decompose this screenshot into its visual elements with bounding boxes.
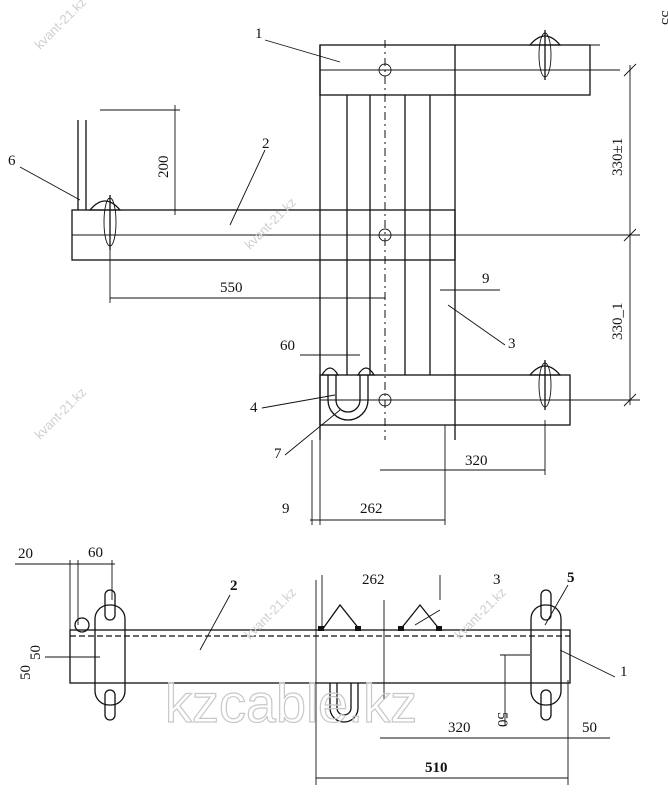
side-dim-50b: 50: [18, 665, 34, 680]
dim-55: 55: [658, 10, 668, 25]
side-dimension-lines: [15, 560, 616, 785]
side-part-label-3: 3: [493, 572, 501, 588]
top-view: 1 2 3 4 6 7 55 330±1 330_1 200 550 9 60 …: [8, 10, 668, 525]
watermark-small: kvant-21.kz: [242, 585, 300, 643]
dim-200: 200: [156, 156, 172, 179]
beam-4: [319, 360, 640, 426]
side-dim-262: 262: [362, 572, 385, 588]
beam-2: [71, 120, 640, 261]
u-bolt: [329, 683, 359, 723]
side-dim-20: 20: [18, 546, 33, 562]
watermark-small: kvant-21.kz: [242, 195, 300, 253]
watermark-small: kvant-21.kz: [452, 585, 510, 643]
side-dim-510: 510: [425, 760, 448, 776]
angle-brackets: [318, 603, 442, 631]
part-label-3: 3: [508, 336, 516, 352]
watermark-small: kvant-21.kz: [32, 0, 90, 52]
part-label-1: 1: [255, 26, 263, 42]
chain-right: [530, 589, 562, 721]
dim-9-right: 9: [482, 271, 490, 287]
part-label-6: 6: [8, 153, 16, 169]
side-dim-60: 60: [88, 545, 103, 561]
part-label-2: 2: [262, 136, 270, 152]
beam-1: [319, 30, 620, 96]
top-view-labels: 1 2 3 4 6 7 55 330±1 330_1 200 550 9 60 …: [8, 10, 668, 517]
dim-9-bottom: 9: [282, 501, 290, 517]
side-dim-50a: 50: [28, 645, 44, 660]
side-part-label-1: 1: [620, 664, 628, 680]
top-dimension-lines: [19, 39, 637, 525]
part-label-7: 7: [274, 446, 282, 462]
watermark-small: kvant-21.kz: [32, 385, 90, 443]
dim-550: 550: [220, 280, 243, 296]
side-dim-320: 320: [448, 720, 471, 736]
dim-262: 262: [360, 501, 383, 517]
loop: [74, 617, 90, 633]
dim-320: 320: [465, 453, 488, 469]
side-part-label-5: 5: [567, 570, 575, 586]
side-view-labels: 2 3 5 1 20 60 262 50 50 50 320 50 510: [18, 545, 628, 776]
dim-330-bottom: 330_1: [610, 303, 626, 341]
dim-60: 60: [280, 338, 295, 354]
dim-330-top: 330±1: [610, 138, 626, 176]
side-dim-50-right: 50: [582, 720, 597, 736]
side-part-label-2: 2: [230, 578, 238, 594]
chain-left: [94, 589, 126, 721]
side-view: 2 3 5 1 20 60 262 50 50 50 320 50 510: [15, 545, 628, 785]
part-label-4: 4: [250, 400, 258, 416]
side-dim-50-vert: 50: [494, 712, 510, 727]
watermark-large: kzcable.kz: [165, 674, 417, 734]
